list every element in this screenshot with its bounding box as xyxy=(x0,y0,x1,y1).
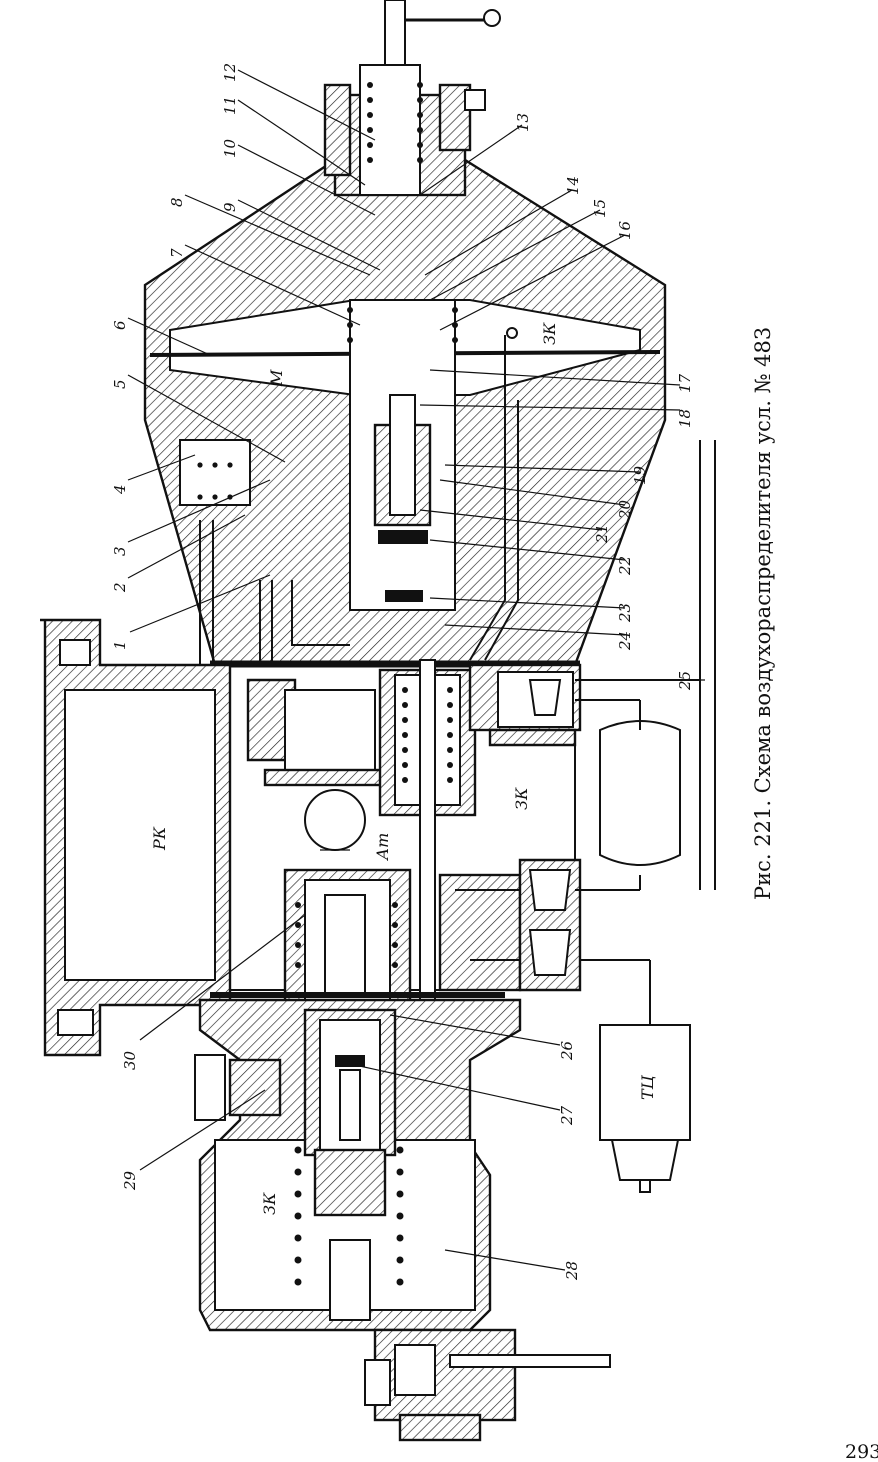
part-label-12: 12 xyxy=(221,63,239,82)
part-label-6: 6 xyxy=(111,320,129,330)
part-label-15: 15 xyxy=(591,199,609,218)
part-label-24: 24 xyxy=(616,631,634,651)
zone-m: М xyxy=(267,369,286,387)
part-label-17: 17 xyxy=(676,373,694,393)
part-label-27: 27 xyxy=(558,1105,576,1126)
zone-zk-middle: ЗК xyxy=(512,787,531,810)
part-label-11: 11 xyxy=(221,96,239,115)
part-label-2: 2 xyxy=(111,582,129,593)
middle-body xyxy=(40,618,582,1057)
part-label-1: 1 xyxy=(111,640,129,650)
spring-column xyxy=(402,687,453,783)
page-number: 293 xyxy=(845,1441,878,1462)
part-label-29: 29 xyxy=(121,1170,139,1191)
part-labels: 1 2 3 4 5 6 7 8 9 10 11 12 13 14 15 16 1… xyxy=(111,63,705,1281)
figure-caption: Рис. 221. Схема воздухораспределителя ус… xyxy=(751,327,775,900)
part-label-9: 9 xyxy=(221,202,239,212)
zone-zk-upper: ЗК xyxy=(540,322,559,345)
part-label-4: 4 xyxy=(111,484,129,495)
part-label-23: 23 xyxy=(616,603,634,623)
spring-12 xyxy=(367,82,423,163)
part-label-20: 20 xyxy=(616,499,634,520)
part-label-5: 5 xyxy=(111,379,129,389)
part-label-7: 7 xyxy=(168,248,186,258)
spring-at xyxy=(295,902,398,968)
part-label-14: 14 xyxy=(564,176,582,195)
spare-reservoir xyxy=(575,440,716,891)
part-label-26: 26 xyxy=(558,1040,576,1061)
zone-rk: РК xyxy=(150,826,169,851)
part-label-19: 19 xyxy=(631,465,649,485)
part-label-16: 16 xyxy=(616,220,634,240)
zone-at: Ат xyxy=(373,833,392,861)
part-label-21: 21 xyxy=(593,524,611,544)
part-label-10: 10 xyxy=(221,138,239,158)
part-label-8: 8 xyxy=(168,197,186,207)
lower-body xyxy=(194,998,611,1442)
part-label-25: 25 xyxy=(676,671,694,691)
part-label-28: 28 xyxy=(563,1261,581,1281)
zone-zk-lower: ЗК xyxy=(260,1192,279,1215)
part-label-30: 30 xyxy=(121,1050,139,1070)
part-label-3: 3 xyxy=(111,546,129,556)
spring-lower xyxy=(294,1146,404,1286)
part-label-22: 22 xyxy=(616,556,634,576)
zone-tc: ТЦ xyxy=(638,1074,657,1100)
part-label-18: 18 xyxy=(676,409,694,428)
part-label-13: 13 xyxy=(514,113,532,132)
brake-cylinder xyxy=(580,959,691,1193)
